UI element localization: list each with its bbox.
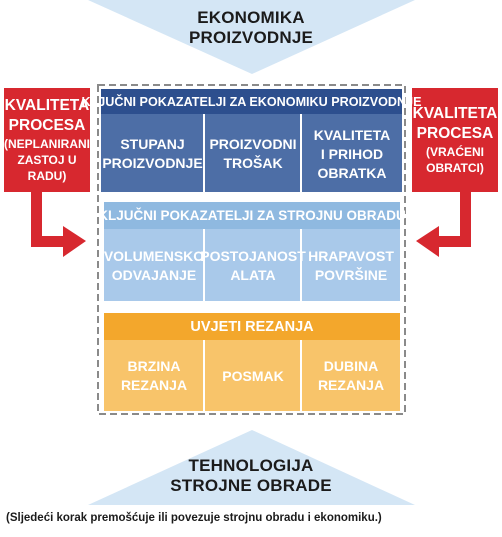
right-quality-box: KVALITETA PROCESA (VRAĆENI OBRATCI) xyxy=(412,88,498,192)
cutting-item-feed: POSMAK xyxy=(205,341,301,411)
footnote: (Sljedeći korak premošćuje ili povezuje … xyxy=(6,512,382,524)
right-box-line3: (VRAĆENI xyxy=(425,145,484,159)
cutting-item-1-line2: REZANJA xyxy=(120,377,188,393)
economics-item-production-cost: PROIZVODNI TROŠAK xyxy=(205,116,301,192)
right-box-line2: PROCESA xyxy=(416,125,494,142)
machining-item-2-line2: ALATA xyxy=(230,266,276,283)
economics-header: KLJUČNI POKAZATELJI ZA EKONOMIKU PROIZVO… xyxy=(81,94,422,109)
top-arrow-shape xyxy=(88,0,415,74)
economics-item-3-line3: OBRATKA xyxy=(317,164,387,181)
right-arrow-icon xyxy=(416,192,471,257)
bottom-arrow-shape xyxy=(88,430,415,505)
cutting-header: UVJETI REZANJA xyxy=(190,318,314,335)
economics-item-3-line1: KVALITETA xyxy=(313,126,391,143)
left-arrow-icon xyxy=(31,192,86,257)
top-title-line2: PROIZVODNJE xyxy=(188,28,314,47)
right-box-line4: OBRATCI) xyxy=(426,161,484,175)
economics-item-1-line2: PROIZVODNJE xyxy=(102,155,203,171)
cutting-item-1-line1: BRZINA xyxy=(127,358,181,374)
machining-item-tool-life: POSTOJANOST ALATA xyxy=(200,230,306,301)
cutting-item-3-line2: REZANJA xyxy=(317,377,385,393)
economics-item-production-rate: STUPANJ PROIZVODNJE xyxy=(101,116,204,192)
cutting-item-2-line1: POSMAK xyxy=(222,367,284,384)
economics-item-2-line2: TROŠAK xyxy=(223,155,283,171)
cutting-item-cutting-depth: DUBINA REZANJA xyxy=(302,341,400,411)
machining-item-3-line2: POVRŠINE xyxy=(314,266,388,283)
machining-header: KLJUČNI POKAZATELJI ZA STROJNU OBRADU xyxy=(98,208,406,223)
bottom-title-line1: TEHNOLOGIJA xyxy=(188,456,314,475)
machining-item-1-line1: VOLUMENSKO xyxy=(103,247,205,264)
top-title-line1: EKONOMIKA xyxy=(197,8,305,27)
cutting-item-cutting-speed: BRZINA REZANJA xyxy=(104,341,204,411)
left-quality-box: KVALITETA PROCESA (NEPLANIRANI ZASTOJ U … xyxy=(4,88,90,192)
left-box-line4: ZASTOJ U RADU) xyxy=(17,153,77,183)
bottom-title: TEHNOLOGIJA STROJNE OBRADE xyxy=(0,456,502,496)
machining-item-3-line1: HRAPAVOST xyxy=(308,247,394,264)
economics-item-2-line1: PROIZVODNI xyxy=(209,136,297,152)
economics-item-quality-revenue: KVALITETA I PRIHOD OBRATKA xyxy=(302,116,402,192)
left-box-line1: KVALITETA xyxy=(4,97,90,114)
economics-item-1-line1: STUPANJ xyxy=(120,136,185,152)
machining-item-volume-removal: VOLUMENSKO ODVAJANJE xyxy=(104,230,204,301)
top-title: EKONOMIKA PROIZVODNJE xyxy=(0,8,502,48)
left-box-line3: (NEPLANIRANI xyxy=(4,137,90,151)
bottom-title-line2: STROJNE OBRADE xyxy=(170,476,332,495)
machining-item-surface-roughness: HRAPAVOST POVRŠINE xyxy=(302,230,400,301)
economics-item-3-line2: I PRIHOD xyxy=(320,145,384,162)
cutting-item-3-line1: DUBINA xyxy=(323,358,379,374)
machining-item-2-line1: POSTOJANOST xyxy=(200,247,306,264)
right-box-line1: KVALITETA xyxy=(412,105,498,122)
left-box-line2: PROCESA xyxy=(8,117,86,134)
machining-item-1-line2: ODVAJANJE xyxy=(111,266,197,283)
